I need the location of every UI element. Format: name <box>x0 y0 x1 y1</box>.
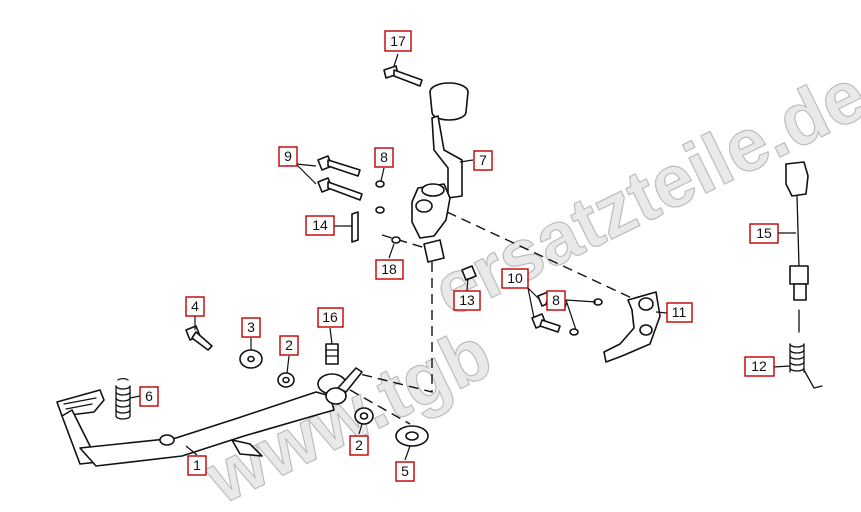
callout-14[interactable]: 14 <box>305 215 335 236</box>
brake-switch-part <box>785 161 809 333</box>
callout-7[interactable]: 7 <box>473 150 493 171</box>
master-cylinder-part <box>411 183 451 263</box>
washer-small-part <box>277 372 374 425</box>
brake-pedal-part <box>56 367 363 467</box>
callout-13[interactable]: 13 <box>453 290 481 311</box>
reservoir-part <box>383 65 469 199</box>
callout-label: 13 <box>459 292 475 308</box>
callout-16[interactable]: 16 <box>317 307 344 328</box>
callout-label: 18 <box>381 261 397 277</box>
callout-label: 7 <box>479 152 487 168</box>
callout-label: 2 <box>355 437 363 453</box>
callout-label: 8 <box>552 292 560 308</box>
callouts: 1 2 2 3 4 5 6 7 8 8 9 10 11 12 13 14 15 … <box>139 30 779 482</box>
spring-part <box>115 378 131 420</box>
callout-10[interactable]: 10 <box>501 268 529 289</box>
callout-11[interactable]: 11 <box>666 302 693 323</box>
bolt-part <box>185 325 213 351</box>
callout-label: 1 <box>193 457 201 473</box>
callout-label: 14 <box>312 217 328 233</box>
callout-1[interactable]: 1 <box>187 455 207 476</box>
callout-label: 12 <box>751 358 767 374</box>
return-spring-part <box>789 343 823 389</box>
callout-label: 11 <box>672 304 687 320</box>
callout-label: 3 <box>247 319 255 335</box>
washer-big-part <box>395 425 429 447</box>
callout-5[interactable]: 5 <box>395 461 415 482</box>
callout-4[interactable]: 4 <box>185 296 205 317</box>
washer-large-part <box>239 349 263 369</box>
callout-label: 9 <box>284 148 292 164</box>
callout-2[interactable]: 2 <box>279 335 299 356</box>
callout-label: 15 <box>756 225 772 241</box>
callout-9[interactable]: 9 <box>278 146 298 167</box>
cylinder-bolts-part <box>317 155 401 244</box>
callout-label: 6 <box>145 388 153 404</box>
callout-label: 16 <box>322 309 338 325</box>
callout-18[interactable]: 18 <box>375 259 404 280</box>
small-bolt-part <box>461 265 477 281</box>
callout-2[interactable]: 2 <box>349 435 369 456</box>
callout-label: 10 <box>507 270 523 286</box>
callout-15[interactable]: 15 <box>749 223 779 244</box>
callout-17[interactable]: 17 <box>384 30 412 52</box>
callout-12[interactable]: 12 <box>744 356 775 377</box>
callout-8[interactable]: 8 <box>374 147 394 168</box>
callout-label: 5 <box>401 463 409 479</box>
callout-6[interactable]: 6 <box>139 386 159 407</box>
callout-label: 4 <box>191 298 199 314</box>
callout-label: 17 <box>390 33 406 49</box>
callout-3[interactable]: 3 <box>241 317 261 338</box>
grease-nipple-part <box>325 343 339 365</box>
leader-lines <box>129 53 796 461</box>
callout-label: 2 <box>285 337 293 353</box>
callout-label: 8 <box>380 149 388 165</box>
callout-8[interactable]: 8 <box>546 290 566 311</box>
watermark-left-text: www.tgb <box>192 311 504 512</box>
